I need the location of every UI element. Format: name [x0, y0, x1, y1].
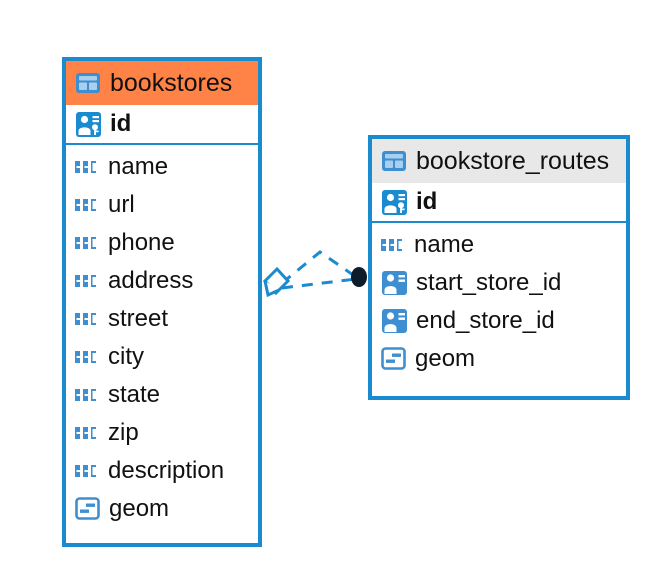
field-label: name: [108, 153, 169, 180]
primary-key-icon: [76, 111, 101, 137]
field-label: name: [414, 231, 475, 258]
primary-key-section-bookstore-routes: id: [372, 183, 626, 223]
relationship-source-tail-icon: [263, 280, 280, 298]
table-icon: [76, 73, 100, 93]
entity-title: bookstore_routes: [416, 146, 610, 175]
field-row-url[interactable]: url: [66, 186, 258, 224]
entity-header-bookstore-routes[interactable]: bookstore_routes: [372, 139, 626, 183]
relationship-target-circle-icon: [351, 267, 367, 287]
field-row-address[interactable]: address: [66, 262, 258, 300]
field-row-geom[interactable]: geom: [66, 490, 258, 528]
text-abc-icon: [75, 237, 96, 249]
field-label: street: [108, 305, 169, 332]
field-label: start_store_id: [416, 269, 562, 296]
text-abc-icon: [75, 351, 96, 363]
foreign-key-icon: [382, 309, 407, 333]
text-abc-icon: [381, 239, 402, 251]
relationship-line-upper: [281, 250, 357, 285]
field-label: description: [108, 457, 225, 484]
text-abc-icon: [75, 389, 96, 401]
field-row-geom[interactable]: geom: [372, 340, 626, 378]
field-row-state[interactable]: state: [66, 376, 258, 414]
field-label: end_store_id: [416, 307, 555, 334]
field-label: url: [108, 191, 135, 218]
entity-bookstore-routes[interactable]: bookstore_routes id: [368, 135, 630, 400]
field-row-name[interactable]: name: [66, 148, 258, 186]
relationship-source-diamond-icon: [262, 266, 291, 296]
text-abc-icon: [75, 465, 96, 477]
field-row-description[interactable]: description: [66, 452, 258, 490]
geometry-icon: [75, 497, 100, 520]
field-label: zip: [108, 419, 139, 446]
text-abc-icon: [75, 427, 96, 439]
field-row-id[interactable]: id: [66, 105, 258, 143]
table-icon: [382, 151, 406, 171]
fields-section-bookstores: name url phone: [66, 145, 258, 533]
field-label: id: [416, 188, 438, 215]
relationship-line-lower: [281, 277, 357, 290]
field-label: id: [110, 110, 132, 137]
field-row-city[interactable]: city: [66, 338, 258, 376]
fields-section-bookstore-routes: name start_store_id: [372, 223, 626, 383]
geometry-icon: [381, 347, 406, 370]
field-row-end-store-id[interactable]: end_store_id: [372, 302, 626, 340]
field-row-zip[interactable]: zip: [66, 414, 258, 452]
entity-header-bookstores[interactable]: bookstores: [66, 61, 258, 105]
primary-key-icon: [382, 189, 407, 215]
field-row-street[interactable]: street: [66, 300, 258, 338]
field-label: geom: [415, 345, 476, 372]
field-row-id[interactable]: id: [372, 183, 626, 221]
field-label: state: [108, 381, 161, 408]
primary-key-section-bookstores: id: [66, 105, 258, 145]
field-label: city: [108, 343, 144, 370]
field-row-phone[interactable]: phone: [66, 224, 258, 262]
text-abc-icon: [75, 161, 96, 173]
text-abc-icon: [75, 199, 96, 211]
field-label: address: [108, 267, 194, 294]
field-label: geom: [109, 495, 170, 522]
text-abc-icon: [75, 275, 96, 287]
field-label: phone: [108, 229, 175, 256]
field-row-start-store-id[interactable]: start_store_id: [372, 264, 626, 302]
foreign-key-icon: [382, 271, 407, 295]
text-abc-icon: [75, 313, 96, 325]
entity-bookstores[interactable]: bookstores id: [62, 57, 262, 547]
entity-title: bookstores: [110, 68, 233, 97]
field-row-name[interactable]: name: [372, 226, 626, 264]
